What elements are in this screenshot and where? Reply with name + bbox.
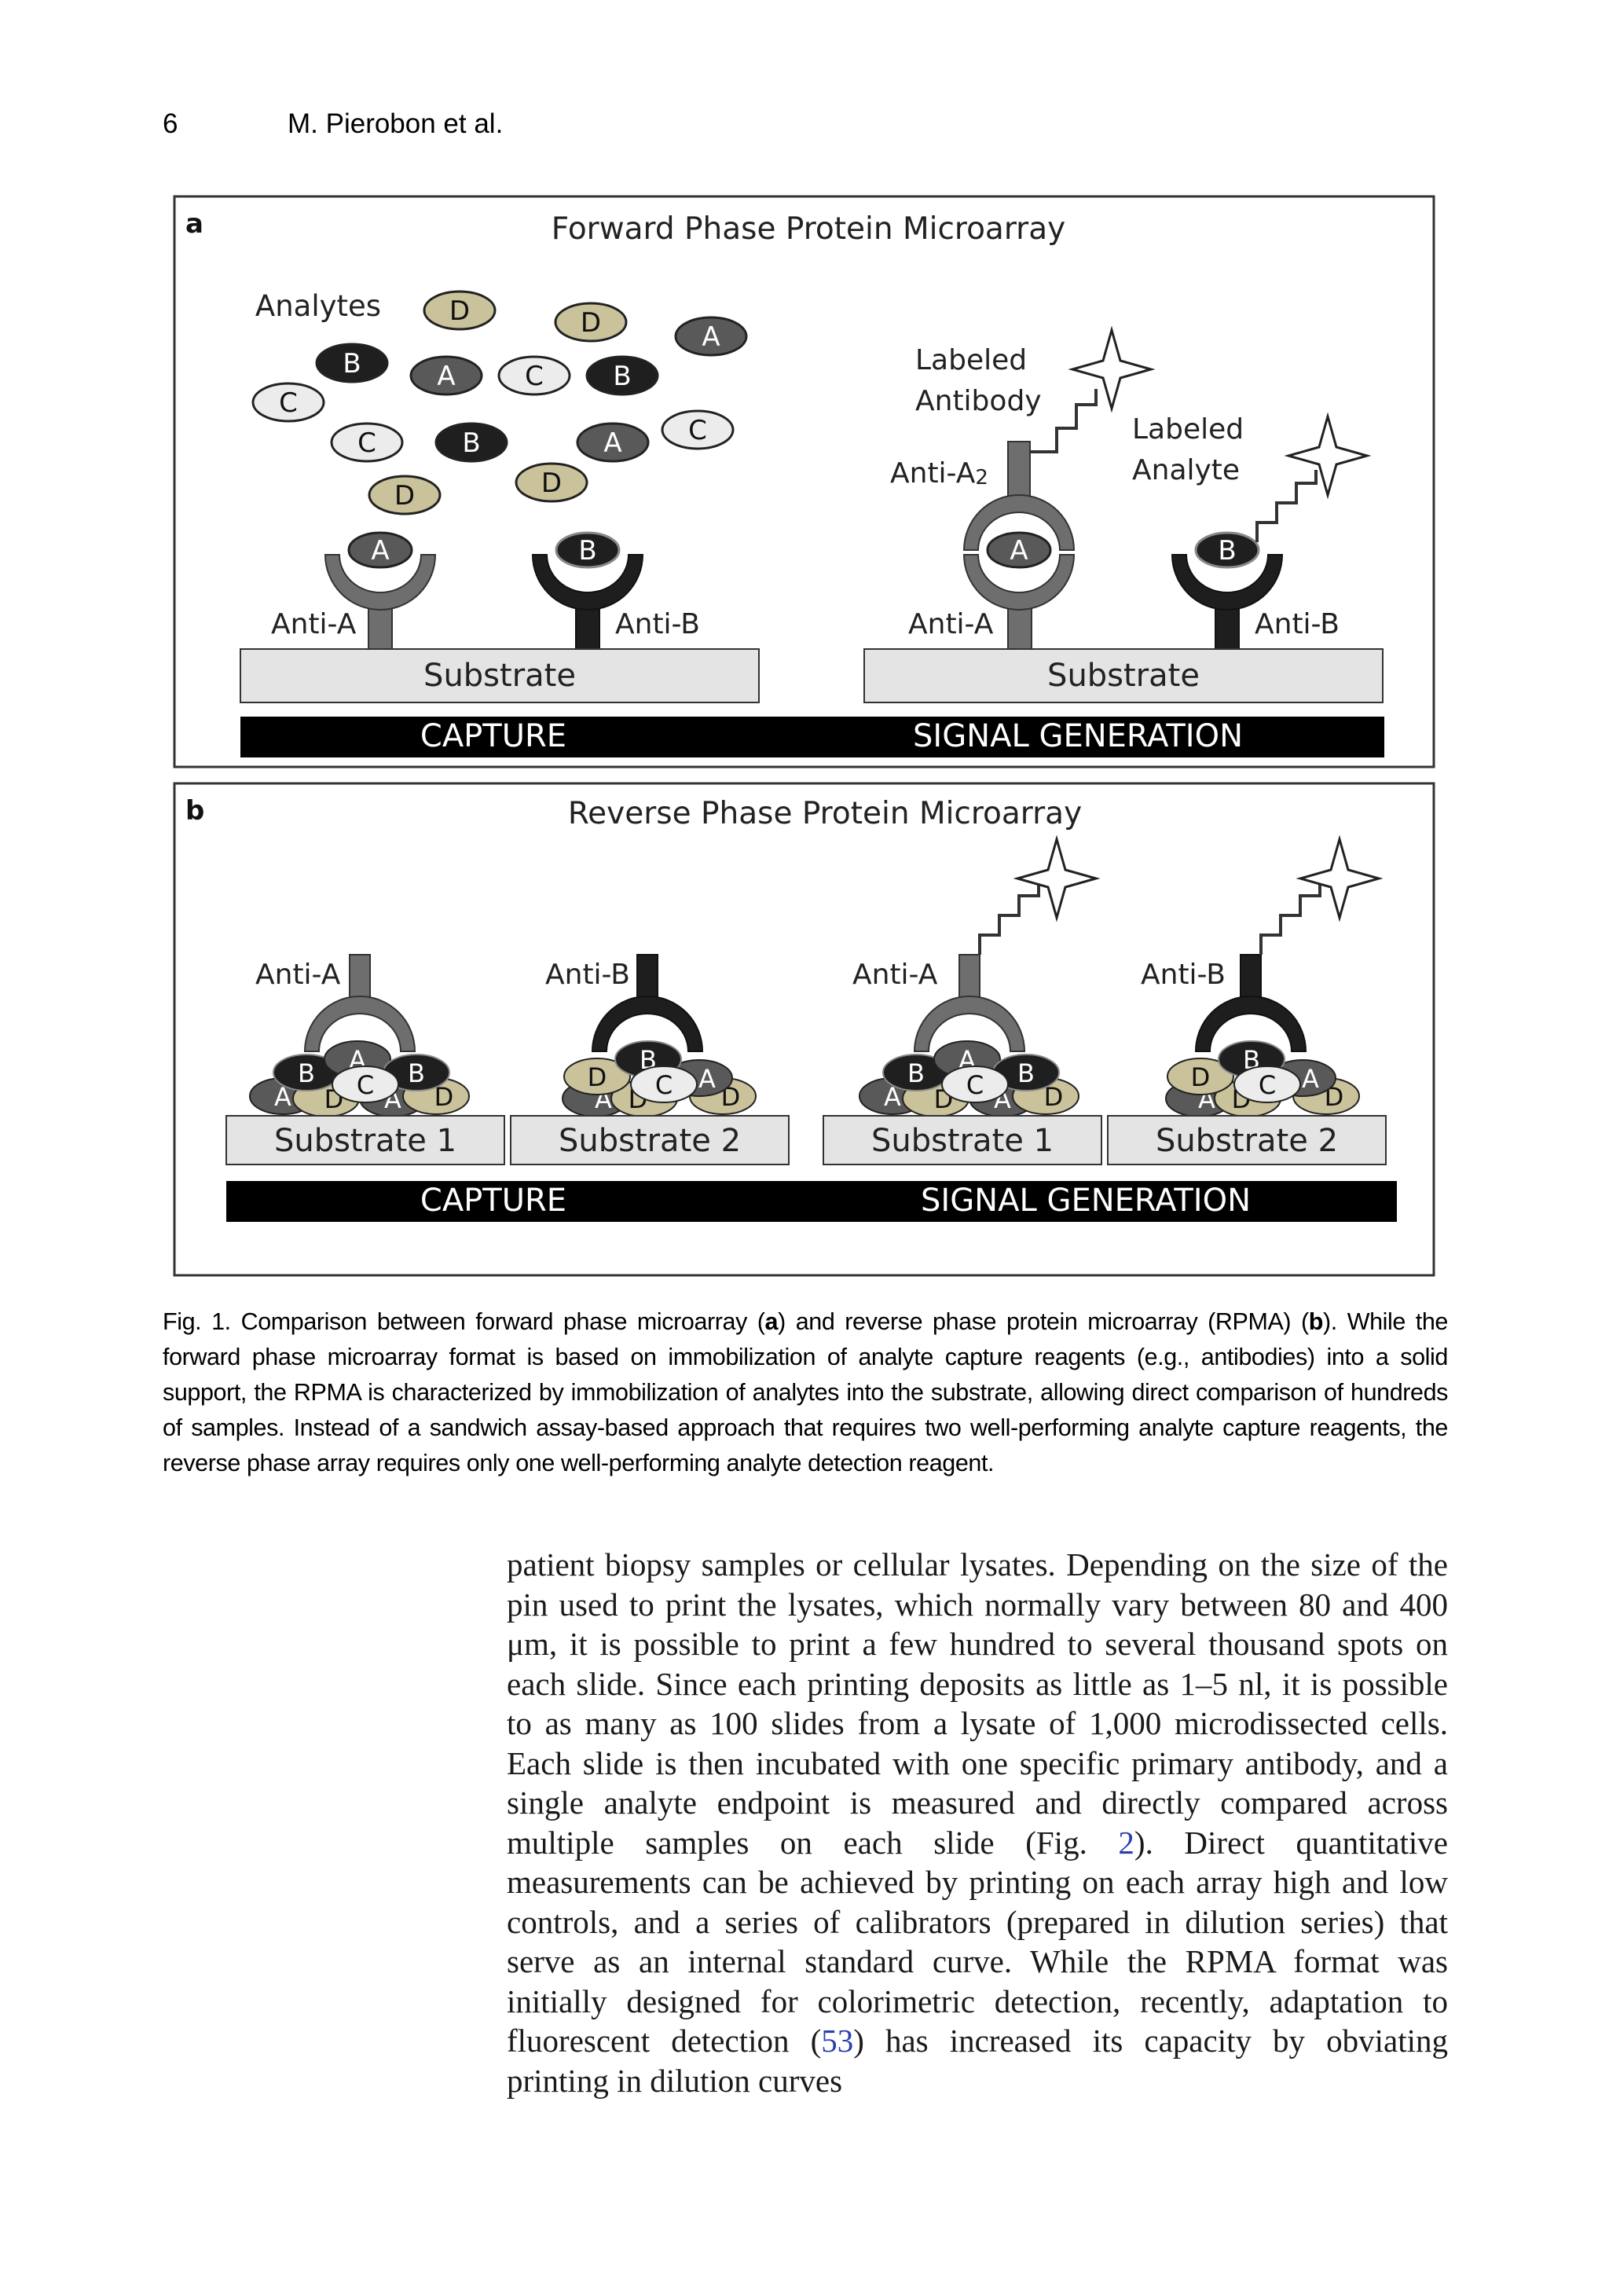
analyte-C: C — [253, 383, 324, 421]
analyte-B: B — [317, 344, 387, 382]
pile-label: C — [966, 1070, 984, 1100]
label-anti-a2: Anti-A2 — [890, 457, 988, 490]
label-anti-b-b4: Anti-B — [1141, 959, 1226, 991]
analyte-label: D — [581, 307, 601, 339]
panel-a: a Forward Phase Protein Microarray Analy… — [174, 196, 1434, 767]
analyte-label: B — [613, 361, 631, 392]
analyte-C: C — [662, 411, 733, 449]
analyte-A: A — [676, 317, 746, 355]
pile-label: B — [1017, 1058, 1035, 1088]
panel-a-capture-label: CAPTURE — [420, 718, 566, 754]
analyte-label: C — [279, 387, 298, 419]
analyte-C: C — [332, 424, 402, 461]
labeled-analyte-line2: Analyte — [1132, 454, 1240, 486]
labeled-antibody-line1: Labeled — [915, 344, 1027, 376]
substrate-1-right-label: Substrate 1 — [871, 1123, 1054, 1159]
substrate-right-label: Substrate — [1047, 658, 1200, 694]
bound-analyte-label: B — [1218, 535, 1236, 567]
figure-2-link[interactable]: 2 — [1118, 1825, 1134, 1861]
pile-label: D — [1191, 1062, 1211, 1092]
panel-b-title: Reverse Phase Protein Microarray — [568, 796, 1082, 831]
label-anti-a-b3: Anti-A — [852, 959, 938, 991]
panel-a-signal-label: SIGNAL GENERATION — [913, 718, 1243, 754]
substrate-1-left-label: Substrate 1 — [274, 1123, 456, 1159]
label-anti-a-signal: Anti-A — [908, 608, 994, 640]
caption-panel-b-ref: b — [1309, 1308, 1323, 1335]
analyte-D: D — [516, 464, 587, 501]
label-anti-b: Anti-B — [615, 608, 700, 640]
analyte-label: B — [343, 348, 361, 380]
analyte-label: C — [525, 361, 544, 392]
pile-label: C — [1259, 1070, 1276, 1100]
pile-label: B — [408, 1058, 425, 1088]
caption-prefix: Fig. 1. Comparison between forward phase… — [163, 1308, 765, 1335]
pile-label: B — [298, 1058, 315, 1088]
labeled-antibody-line2: Antibody — [915, 385, 1042, 417]
bound-analyte-label: B — [578, 535, 596, 567]
caption-mid: ) and reverse phase protein microarray (… — [778, 1308, 1309, 1335]
figure-caption: Fig. 1. Comparison between forward phase… — [163, 1304, 1448, 1481]
bound-analyte-label: A — [371, 535, 389, 567]
analyte-A: A — [577, 424, 648, 461]
analyte-label: A — [702, 321, 720, 353]
label-anti-a: Anti-A — [271, 608, 357, 640]
analyte-A: A — [411, 357, 482, 394]
analyte-label: A — [603, 427, 621, 459]
caption-panel-a-ref: a — [765, 1308, 779, 1335]
panel-a-title: Forward Phase Protein Microarray — [552, 211, 1065, 247]
analyte-D: D — [369, 476, 440, 514]
panel-b: b Reverse Phase Protein Microarray A D A… — [174, 783, 1434, 1275]
label-anti-b-b2: Anti-B — [545, 959, 630, 991]
label-anti-b-signal: Anti-B — [1255, 608, 1340, 640]
reference-53-link[interactable]: 53 — [821, 2023, 853, 2059]
analyte-label: A — [437, 361, 455, 392]
panel-b-capture-label: CAPTURE — [420, 1183, 566, 1219]
analyte-B: B — [436, 424, 507, 461]
substrate-2-left-label: Substrate 2 — [559, 1123, 741, 1159]
pile-label: C — [655, 1070, 673, 1100]
analyte-label: B — [462, 427, 480, 459]
bound-analyte-label: A — [1010, 535, 1028, 567]
label-anti-a-b1: Anti-A — [255, 959, 341, 991]
body-text-part1: patient biopsy samples or cellular lysat… — [507, 1546, 1448, 1861]
panel-a-letter: a — [185, 208, 203, 240]
pile-label: A — [1302, 1064, 1319, 1094]
analyte-B: B — [587, 357, 658, 394]
figure-1: a Forward Phase Protein Microarray Analy… — [0, 0, 1609, 1304]
analyte-C: C — [499, 357, 570, 394]
labeled-analyte-line1: Labeled — [1132, 413, 1244, 446]
analyte-D: D — [424, 292, 495, 329]
panel-b-letter: b — [185, 795, 204, 827]
pile-label: D — [588, 1062, 607, 1092]
analyte-label: C — [357, 427, 376, 459]
pile-label: A — [698, 1064, 716, 1094]
analytes-label: Analytes — [255, 289, 381, 323]
body-paragraph: patient biopsy samples or cellular lysat… — [507, 1545, 1448, 2100]
analyte-label: D — [541, 468, 562, 499]
pile-label: C — [357, 1070, 374, 1100]
analyte-label: D — [394, 480, 415, 512]
pile-label: B — [907, 1058, 925, 1088]
substrate-2-right-label: Substrate 2 — [1156, 1123, 1338, 1159]
analyte-label: C — [688, 415, 707, 446]
analyte-D: D — [555, 303, 626, 341]
analyte-label: D — [449, 295, 470, 327]
panel-b-signal-label: SIGNAL GENERATION — [921, 1183, 1251, 1219]
substrate-left-label: Substrate — [423, 658, 576, 694]
